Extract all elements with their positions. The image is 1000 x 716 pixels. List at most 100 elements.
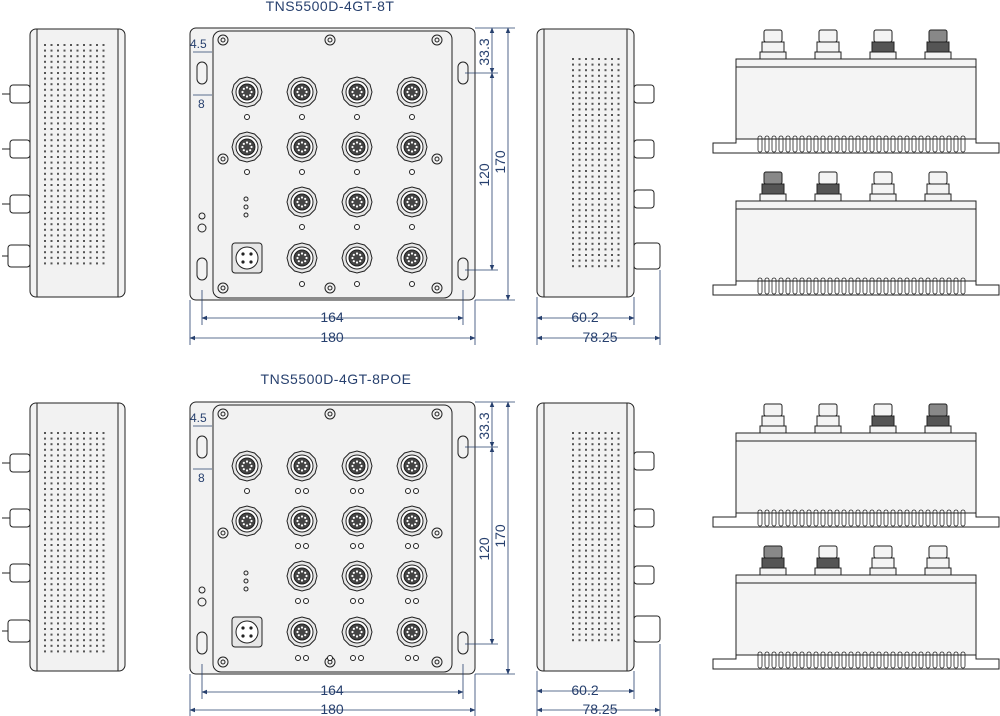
dim-depth-outer: 78.25 [582, 329, 617, 345]
m12-port [286, 505, 318, 537]
m12-port [286, 131, 318, 163]
mounting-screw [217, 656, 229, 668]
m12-port [231, 76, 263, 108]
m12-port [396, 616, 428, 648]
side-connector [2, 244, 31, 268]
dim-slot-width: 4.5 [190, 37, 207, 51]
mounting-screw [324, 282, 336, 294]
dim-height-outer: 170 [492, 150, 508, 174]
mounting-screw [431, 527, 443, 539]
mounting-screw [431, 153, 443, 165]
side-connector [633, 242, 661, 270]
side-connector [633, 139, 655, 159]
side-connector [633, 615, 661, 643]
m12-port [341, 242, 373, 274]
front-view: 164 180 33.3 120 170 4.5 8 [189, 401, 515, 716]
m12-port [231, 450, 263, 482]
dim-depth-outer: 78.25 [582, 701, 617, 716]
drawing-row-8t: TNS5500D-4GT-8T [2, 0, 1000, 345]
mounting-slot [457, 257, 469, 281]
m12-port [396, 186, 428, 218]
drawing-row-8poe: TNS5500D-4GT-8POE [2, 371, 1000, 716]
m12-port [396, 505, 428, 537]
side-connector [2, 139, 31, 159]
right-side-view: 60.2 78.25 [536, 402, 661, 716]
top-view [712, 403, 1000, 528]
mounting-slot [196, 631, 208, 655]
side-connector [2, 619, 31, 643]
m12-port [286, 616, 318, 648]
side-connector [2, 84, 31, 104]
bottom-view [712, 171, 1000, 296]
dim-depth-inner: 60.2 [571, 682, 598, 698]
ground-icon [198, 586, 206, 594]
dim-slot-offset: 8 [198, 97, 205, 111]
mounting-screw [431, 34, 443, 46]
side-connector [633, 508, 655, 528]
mounting-screw [324, 408, 336, 420]
dim-width-inner: 164 [320, 309, 344, 325]
m12-port [231, 131, 263, 163]
side-connector [633, 84, 655, 104]
mounting-slot [196, 257, 208, 281]
bottom-view [712, 545, 1000, 670]
m12-port [341, 450, 373, 482]
dim-slot-offset: 8 [198, 471, 205, 485]
dim-height-inner: 120 [476, 163, 492, 187]
power-port [231, 242, 263, 274]
m12-port [286, 560, 318, 592]
m12-port [396, 76, 428, 108]
drawing-title: TNS5500D-4GT-8POE [261, 371, 412, 387]
m12-port [396, 242, 428, 274]
m12-port [396, 560, 428, 592]
mounting-slot [196, 61, 208, 85]
mounting-slot [196, 435, 208, 459]
m12-port [341, 505, 373, 537]
dim-top-offset: 33.3 [476, 412, 492, 439]
side-connector [633, 565, 655, 585]
m12-port [341, 186, 373, 218]
m12-port [286, 186, 318, 218]
m12-port [341, 131, 373, 163]
dim-width-outer: 180 [320, 701, 344, 716]
side-connector [633, 451, 655, 471]
m12-port [286, 242, 318, 274]
mounting-screw [217, 153, 229, 165]
vent-grid [44, 44, 105, 265]
right-side-view: 60.2 78.25 [536, 28, 661, 345]
dim-top-offset: 33.3 [476, 38, 492, 65]
drawing-title: TNS5500D-4GT-8T [266, 0, 395, 14]
dim-width-inner: 164 [320, 682, 344, 698]
mounting-screw [324, 34, 336, 46]
dim-height-inner: 120 [476, 537, 492, 561]
mounting-screw [431, 656, 443, 668]
mounting-screw [431, 282, 443, 294]
m12-port [231, 505, 263, 537]
m12-port [396, 450, 428, 482]
top-view [712, 29, 1000, 154]
mounting-screw [217, 34, 229, 46]
left-side-view [2, 402, 126, 672]
m12-port [341, 616, 373, 648]
m12-port [286, 76, 318, 108]
m12-port [341, 76, 373, 108]
mounting-slot [457, 631, 469, 655]
side-connector [2, 194, 31, 214]
dim-height-outer: 170 [492, 524, 508, 548]
dim-width-outer: 180 [320, 329, 344, 345]
ground-icon [198, 212, 206, 220]
side-connector [2, 508, 31, 528]
dim-depth-inner: 60.2 [571, 309, 598, 325]
mounting-screw [431, 408, 443, 420]
side-connector [2, 453, 31, 473]
mounting-screw [217, 282, 229, 294]
m12-port [286, 450, 318, 482]
mounting-screw [217, 408, 229, 420]
mounting-screw [217, 527, 229, 539]
m12-port [341, 560, 373, 592]
side-connector [2, 563, 31, 583]
side-connector [633, 189, 655, 209]
dim-slot-width: 4.5 [190, 411, 207, 425]
left-side-view [2, 28, 126, 298]
